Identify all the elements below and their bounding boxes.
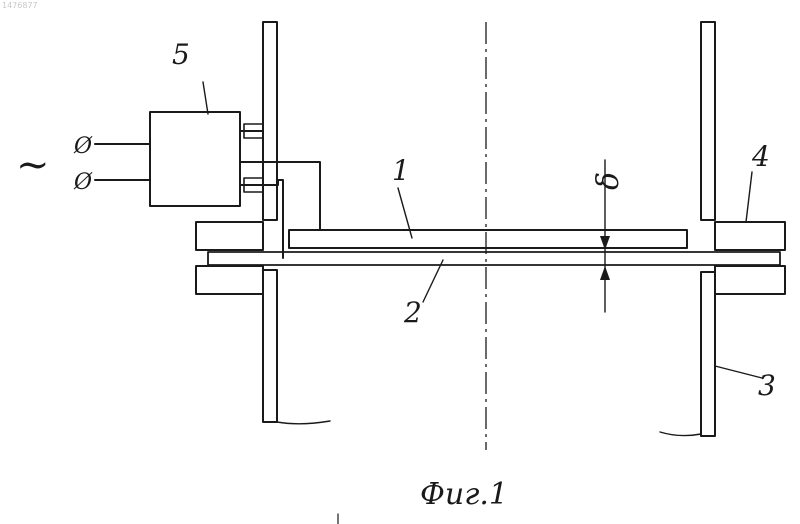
terminal-symbol-upper: Ø: [73, 134, 93, 159]
input-terminals: [95, 144, 150, 180]
pipe-right-wall: [701, 22, 715, 436]
label-power-unit: 5: [172, 38, 190, 71]
power-unit-box: [150, 112, 240, 206]
gap-label: δ: [591, 172, 626, 190]
pipe-break-line-left: [277, 421, 330, 424]
pipe-break-line-right: [660, 432, 701, 436]
label-plate: 1: [392, 154, 410, 187]
pipe-left-wall: [263, 22, 277, 422]
label-membrane: 2: [403, 296, 422, 329]
label-pipe: 3: [758, 369, 776, 402]
ac-symbol: ~: [16, 142, 50, 188]
figure-caption: Фиг.1: [420, 477, 508, 512]
terminal-symbol-lower: Ø: [73, 170, 93, 195]
membrane: [208, 252, 780, 265]
plate: [289, 230, 687, 248]
document-id: 1476877: [2, 1, 38, 10]
flange-lower: [196, 266, 785, 294]
flange-upper: [196, 222, 785, 250]
label-flange: 4: [751, 140, 770, 173]
